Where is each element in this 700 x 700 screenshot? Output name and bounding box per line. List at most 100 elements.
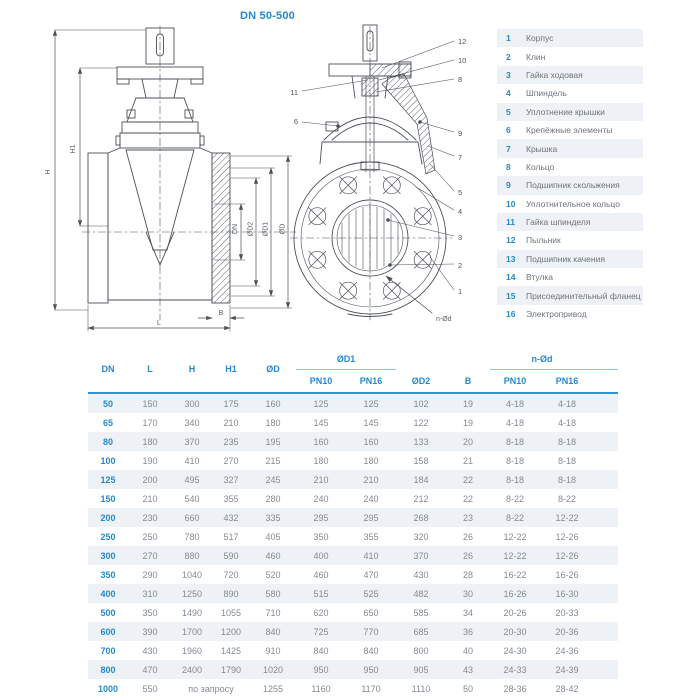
table-cell: 340 bbox=[184, 417, 200, 428]
table-cell: 20-30 bbox=[503, 626, 527, 637]
table-cell: 4-18 bbox=[506, 417, 525, 428]
dn-cell: 200 bbox=[100, 512, 116, 523]
table-cell: 19 bbox=[463, 398, 474, 409]
table-cell: 28-36 bbox=[503, 683, 527, 694]
table-cell: 410 bbox=[363, 550, 379, 561]
legend-item-label: Шпиндель bbox=[526, 88, 567, 99]
table-cell: 725 bbox=[313, 626, 329, 637]
table-cell: 102 bbox=[413, 398, 429, 409]
table-cell: 22 bbox=[463, 493, 474, 504]
table-cell: 22 bbox=[463, 474, 474, 485]
legend-item-label: Подшипник качения bbox=[526, 253, 605, 264]
table-cell: 24-39 bbox=[555, 664, 579, 675]
table-cell: 4-18 bbox=[558, 398, 577, 409]
table-cell: 520 bbox=[265, 569, 281, 580]
table-cell: 160 bbox=[313, 436, 329, 447]
col-header-od2: ØD2 bbox=[396, 345, 447, 394]
table-cell: 12-22 bbox=[503, 550, 527, 561]
legend-item-number: 13 bbox=[506, 253, 516, 264]
table-cell: 12-22 bbox=[503, 531, 527, 542]
callout-9: 9 bbox=[458, 129, 462, 138]
table-cell: 1425 bbox=[220, 645, 242, 656]
table-cell: 26 bbox=[463, 550, 474, 561]
legend-item-number: 14 bbox=[506, 272, 516, 283]
dn-cell: 600 bbox=[100, 626, 116, 637]
dim-label-d1: ØD1 bbox=[263, 222, 270, 237]
table-cell: 460 bbox=[313, 569, 329, 580]
col-group-od1: ØD1 bbox=[296, 345, 397, 370]
table-cell: 125 bbox=[363, 398, 379, 409]
table-cell: 30 bbox=[463, 588, 474, 599]
table-cell: 310 bbox=[142, 588, 158, 599]
table-cell: 950 bbox=[313, 664, 329, 675]
table-cell: 320 bbox=[413, 531, 429, 542]
dn-cell: 500 bbox=[100, 607, 116, 618]
table-cell: 517 bbox=[223, 531, 239, 542]
table-cell: 43 bbox=[463, 664, 474, 675]
callout-12: 12 bbox=[458, 37, 466, 46]
table-cell: 145 bbox=[363, 417, 379, 428]
legend-item-label: Крепёжные элементы bbox=[526, 125, 613, 136]
table-cell: 4-18 bbox=[506, 398, 525, 409]
table-cell: 880 bbox=[184, 550, 200, 561]
table-cell: 240 bbox=[363, 493, 379, 504]
table-cell: 210 bbox=[223, 417, 239, 428]
table-cell: 350 bbox=[313, 531, 329, 542]
table-cell: 8-22 bbox=[506, 512, 525, 523]
dn-cell: 50 bbox=[102, 398, 113, 409]
legend-item-number: 2 bbox=[506, 51, 511, 62]
table-cell: 28-42 bbox=[555, 683, 579, 694]
dim-label-h: H bbox=[45, 169, 52, 174]
table-cell: 905 bbox=[413, 664, 429, 675]
table-cell: 430 bbox=[413, 569, 429, 580]
dim-label-nod: n-Ød bbox=[436, 316, 452, 323]
table-cell: 24-36 bbox=[555, 645, 579, 656]
table-cell: 1110 bbox=[411, 683, 431, 694]
table-cell: 770 bbox=[363, 626, 379, 637]
legend-item-label: Крышка bbox=[526, 143, 558, 154]
valve-front-view bbox=[289, 24, 455, 321]
table-cell: 495 bbox=[184, 474, 200, 485]
legend-item-number: 11 bbox=[506, 217, 515, 228]
legend-item-number: 10 bbox=[506, 198, 516, 209]
table-cell: 20-33 bbox=[555, 607, 579, 618]
callout-2: 2 bbox=[458, 261, 462, 270]
table-cell: 525 bbox=[363, 588, 379, 599]
col-header-l: L bbox=[128, 345, 172, 394]
table-cell: 24-30 bbox=[503, 645, 527, 656]
table-cell: 180 bbox=[142, 436, 158, 447]
col-header-od1-pn16: PN16 bbox=[346, 369, 397, 394]
dn-cell: 65 bbox=[102, 417, 113, 428]
legend-item-number: 8 bbox=[506, 161, 511, 172]
callout-10: 10 bbox=[458, 56, 466, 65]
table-cell: 190 bbox=[142, 455, 158, 466]
table-cell: 16-26 bbox=[555, 569, 579, 580]
legend-item-number: 9 bbox=[506, 180, 511, 191]
table-cell: 410 bbox=[184, 455, 200, 466]
legend-item-label: Гайка ходовая bbox=[526, 69, 583, 80]
table-cell: 23 bbox=[463, 512, 474, 523]
legend-item-label: Подшипник скольжения bbox=[526, 180, 620, 191]
table-cell: 910 bbox=[265, 645, 281, 656]
table-cell: 1200 bbox=[220, 626, 242, 637]
table-cell: 16-22 bbox=[503, 569, 527, 580]
table-cell: 660 bbox=[184, 512, 200, 523]
callout-8: 8 bbox=[458, 75, 462, 84]
table-cell: 184 bbox=[413, 474, 429, 485]
legend-item-number: 1 bbox=[506, 33, 511, 44]
table-cell: 405 bbox=[265, 531, 281, 542]
legend-item-number: 16 bbox=[506, 309, 516, 320]
